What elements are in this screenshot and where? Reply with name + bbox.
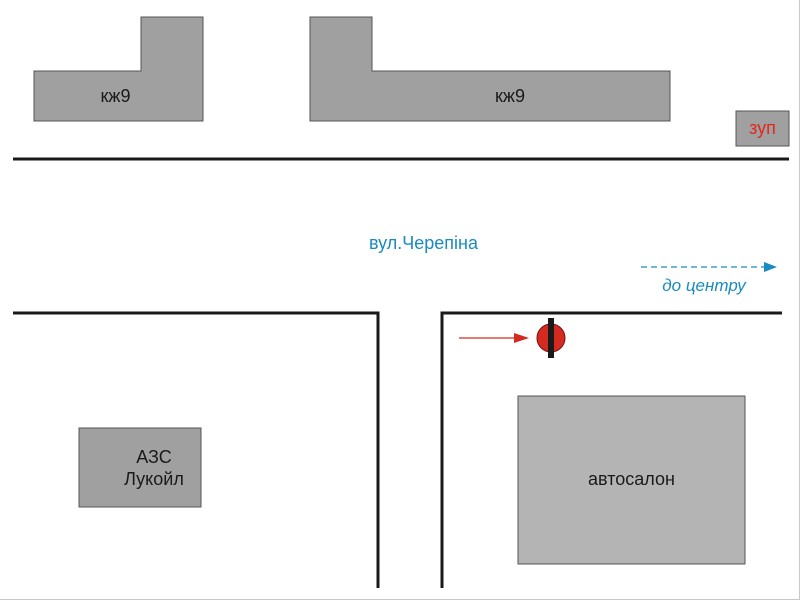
building-kzh9-right [309,16,671,122]
building-label: кж9 [100,86,131,106]
building-avtosalon [517,395,746,565]
stop-marker-icon [536,318,566,358]
azs-label: АЗС Лукойл [124,446,184,489]
street-name: вул.Черепіна [368,233,478,253]
building-azs [78,427,202,508]
road-edge-southwest [13,311,380,588]
building-kzh9-left [33,16,204,122]
direction-label: до центру [662,276,746,295]
road-edge-southeast [440,311,782,588]
building-zup [735,110,790,147]
building-label: кж9 [495,86,525,106]
avtosalon-label: автосалон [588,469,675,489]
zup-label: зуп [749,118,776,138]
arrow-right-icon [459,333,529,343]
dashed-arrow-right-icon [641,262,777,272]
